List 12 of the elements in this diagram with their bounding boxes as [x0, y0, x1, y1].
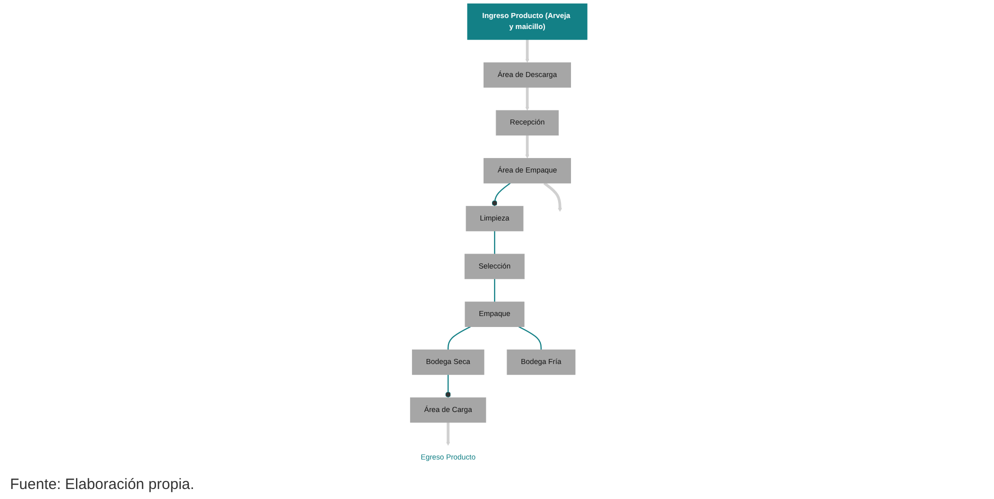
connector	[492, 182, 511, 206]
arrow	[543, 182, 562, 212]
connector	[445, 374, 451, 398]
caption: Fuente: Elaboración propia.	[10, 476, 194, 493]
arrow	[525, 87, 530, 111]
arrow	[446, 422, 450, 446]
connector	[494, 231, 496, 254]
connector	[448, 326, 471, 350]
connector	[518, 326, 542, 350]
connector	[494, 278, 496, 302]
arrow	[525, 135, 530, 158]
arrow	[525, 40, 530, 63]
